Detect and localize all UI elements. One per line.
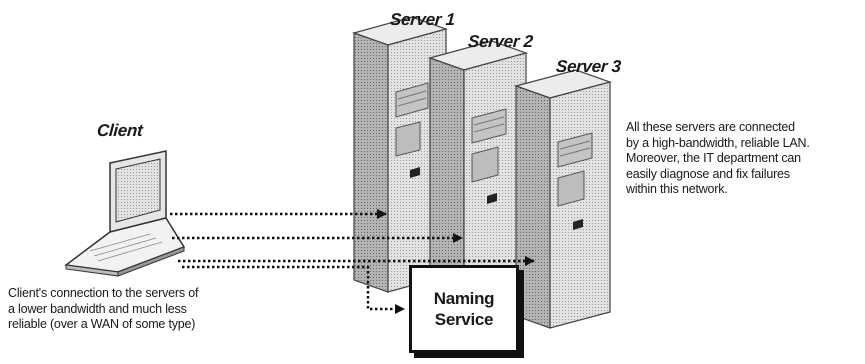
server-1-label: Server 1 (389, 10, 456, 29)
server-3-label: Server 3 (555, 57, 622, 76)
naming-service-box: Naming Service (409, 265, 519, 353)
client-connection-note: Client's connection to the servers of a … (8, 286, 199, 331)
client-laptop-icon (64, 150, 186, 277)
lan-description-note: All these servers are connected by a hig… (626, 120, 810, 196)
naming-service-title-line-2: Service (434, 310, 494, 329)
server-2-label: Server 2 (467, 32, 534, 51)
naming-service-title-line-1: Naming (433, 289, 495, 308)
server-2-tower (427, 40, 529, 313)
connection-arrow-naming-service (182, 265, 405, 314)
client-label: Client (96, 121, 144, 140)
server-3-tower (513, 69, 613, 329)
